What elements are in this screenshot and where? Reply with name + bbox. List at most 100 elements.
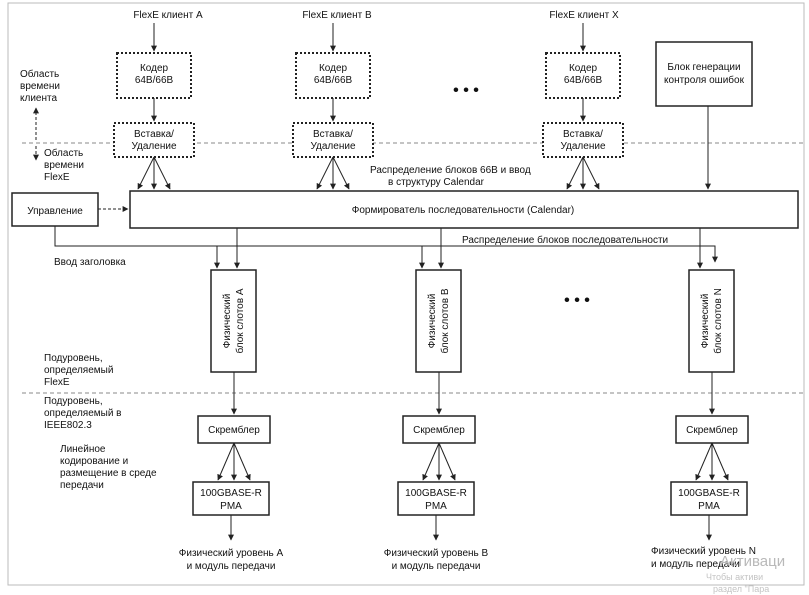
- flexe-sublayer-line1: Подуровень,: [44, 353, 103, 364]
- encoder-b: Кодер 64B/66B: [295, 52, 371, 99]
- phy-b-line2: и модуль передачи: [392, 561, 481, 572]
- line-coding-label: Линейное кодирование и размещение в сред…: [60, 444, 157, 491]
- encoder-x-line1: Кодер: [569, 63, 598, 74]
- slot-a-line1: Физический: [222, 294, 233, 349]
- phy-a-line2: и модуль передачи: [187, 561, 276, 572]
- slot-b-line1: Физический: [427, 294, 438, 349]
- pma-a-line2: PMA: [220, 501, 242, 512]
- calendar-to-slots-arrows: [234, 228, 703, 269]
- client-time-region-label: Область времени клиента: [20, 68, 60, 104]
- client-time-line3: клиента: [20, 93, 57, 104]
- client-a-label: FlexE клиент A: [133, 10, 203, 21]
- pma-b-line1: 100GBASE-R: [405, 488, 467, 499]
- ieee-sublayer-line2: определяемый в: [44, 408, 122, 419]
- slot-a-line2: блок слотов А: [234, 288, 246, 353]
- scrambler-n-label: Скремблер: [686, 424, 738, 436]
- pma-n: 100GBASE-R PMA: [670, 481, 748, 516]
- insert-a-line2: Удаление: [131, 141, 176, 152]
- flexe-time-line1: Область: [44, 147, 83, 159]
- error-control-block: Блок генерации контроля ошибок: [655, 41, 753, 107]
- phy-n-label: Физический уровень N и модуль передачи: [651, 546, 756, 570]
- scrambler-a-label: Скремблер: [208, 424, 260, 436]
- phy-n-line1: Физический уровень N: [651, 546, 756, 557]
- pma-a-line1: 100GBASE-R: [200, 488, 262, 499]
- insert-b-line2: Удаление: [310, 141, 355, 152]
- phy-b-label: Физический уровень В и модуль передачи: [384, 548, 489, 572]
- line-coding-line3: размещение в среде: [60, 468, 157, 479]
- ieee-sublayer-line3: IEEE802.3: [44, 420, 92, 431]
- scrambler-a: Скремблер: [197, 415, 271, 444]
- slot-b-line2: блок слотов В: [439, 288, 451, 353]
- scrambler-b-fan-arrows: [422, 442, 456, 481]
- phy-n-line2: и модуль передачи: [651, 559, 740, 570]
- client-b-label: FlexE клиент B: [302, 10, 372, 21]
- pma-n-line2: PMA: [698, 501, 720, 512]
- flexe-time-line2: времени: [44, 160, 84, 171]
- scrambler-n-fan-arrows: [695, 442, 729, 481]
- insert-x-line2: Удаление: [560, 141, 605, 152]
- slot-block-b: Физический блок слотов В: [415, 269, 462, 373]
- scrambler-b: Скремблер: [402, 415, 476, 444]
- encoder-a-line1: Кодер: [140, 63, 169, 74]
- slot-n-line1: Физический: [700, 294, 711, 349]
- pma-b: 100GBASE-R PMA: [397, 481, 475, 516]
- diagram-frame: [7, 2, 805, 586]
- flexe-sublayer-line3: FlexE: [44, 377, 70, 388]
- flexe-time-region-label: Область времени FlexE: [44, 147, 84, 183]
- insert-a-line1: Вставка/: [134, 129, 174, 140]
- insert-delete-x: Вставка/ Удаление: [542, 122, 624, 158]
- watermark-line1: Активаци: [720, 553, 785, 570]
- encoder-a: Кодер 64B/66B: [116, 52, 192, 99]
- header-input-line: [54, 226, 718, 263]
- client-time-line2: времени: [20, 81, 60, 92]
- phy-a-label: Физический уровень А и модуль передачи: [179, 548, 284, 572]
- pma-n-line1: 100GBASE-R: [678, 488, 740, 499]
- slot-block-n: Физический блок слотов N: [688, 269, 735, 373]
- header-input-label: Ввод заголовка: [54, 257, 126, 268]
- encoder-b-line1: Кодер: [319, 63, 348, 74]
- encoder-b-line2: 64B/66B: [314, 75, 353, 86]
- insert-x-fan-arrows: [566, 156, 600, 190]
- flexe-time-line3: FlexE: [44, 172, 70, 183]
- error-control-line2: контроля ошибок: [664, 74, 745, 86]
- encoder-a-line2: 64B/66B: [135, 75, 174, 86]
- flexe-sublayer-line2: определяемый: [44, 365, 113, 376]
- line-coding-line4: передачи: [60, 480, 104, 491]
- insert-x-line1: Вставка/: [563, 129, 603, 140]
- distribution-66b-line1: Распределение блоков 66B и ввод: [370, 164, 531, 176]
- insert-b-line1: Вставка/: [313, 129, 353, 140]
- scrambler-n: Скремблер: [675, 415, 749, 444]
- insert-a-fan-arrows: [137, 156, 171, 190]
- sequence-distribution-label: Распределение блоков последовательности: [462, 234, 668, 246]
- watermark-line2: Чтобы активи: [706, 572, 763, 582]
- pma-b-line2: PMA: [425, 501, 447, 512]
- slots-ellipsis: • • •: [564, 292, 590, 309]
- line-coding-line2: кодирование и: [60, 456, 128, 467]
- phy-a-line1: Физический уровень А: [179, 548, 284, 559]
- control-block: Управление: [11, 192, 99, 227]
- phy-b-line1: Физический уровень В: [384, 548, 489, 559]
- activation-watermark: Активаци Чтобы активи раздел "Пара: [706, 553, 785, 594]
- insert-b-fan-arrows: [316, 156, 350, 190]
- control-label: Управление: [27, 206, 83, 217]
- ieee-sublayer-label: Подуровень, определяемый в IEEE802.3: [44, 396, 122, 431]
- clients-ellipsis: • • •: [453, 82, 479, 99]
- insert-delete-b: Вставка/ Удаление: [292, 122, 374, 158]
- encoder-x: Кодер 64B/66B: [545, 52, 621, 99]
- scrambler-b-label: Скремблер: [413, 424, 465, 436]
- slot-n-line2: блок слотов N: [712, 288, 724, 354]
- line-coding-line1: Линейное: [60, 444, 106, 455]
- calendar-label: Формирователь последовательности (Calend…: [352, 205, 574, 216]
- flexe-sublayer-label: Подуровень, определяемый FlexE: [44, 353, 113, 388]
- insert-delete-a: Вставка/ Удаление: [113, 122, 195, 158]
- calendar-block: Формирователь последовательности (Calend…: [129, 190, 799, 229]
- distribution-66b-line2: в структуру Calendar: [388, 177, 485, 188]
- encoder-x-line2: 64B/66B: [564, 75, 603, 86]
- client-x-label: FlexE клиент X: [549, 10, 619, 21]
- ieee-sublayer-line1: Подуровень,: [44, 396, 103, 407]
- pma-a: 100GBASE-R PMA: [192, 481, 270, 516]
- client-time-line1: Область: [20, 68, 59, 80]
- error-control-line1: Блок генерации: [667, 62, 740, 73]
- watermark-line3: раздел "Пара: [713, 584, 769, 594]
